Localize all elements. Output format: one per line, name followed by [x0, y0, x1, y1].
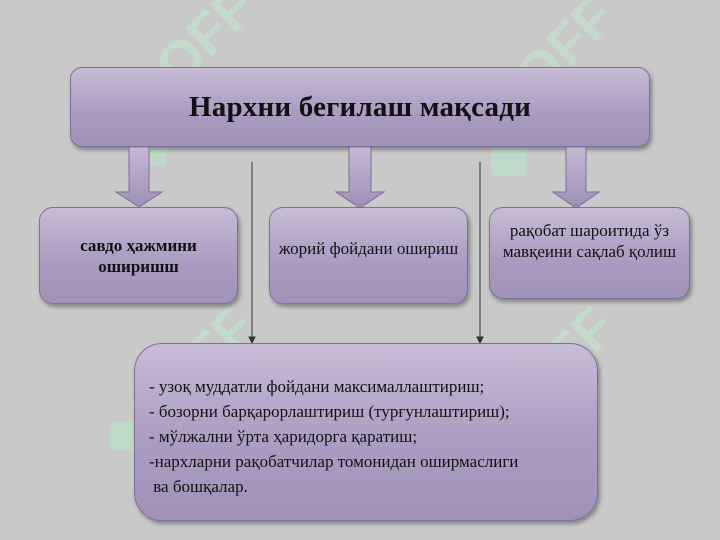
title-box: Нархни бегилаш мақсади	[70, 67, 650, 147]
goal-label-competitive-position: рақобат шароитида ўз мавқеини сақлаб қол…	[502, 221, 677, 261]
list-item: - мўлжални ўрта ҳаридорга қаратиш;	[149, 427, 418, 446]
block-arrow-right	[551, 146, 601, 209]
list-item: -нархларни рақобатчилар томонидан оширма…	[149, 452, 519, 471]
other-goals-box: - узоқ муддатли фойдани максималлаштириш…	[134, 343, 598, 521]
block-arrow-center	[334, 146, 386, 209]
goal-box-sales-volume: савдо ҳажмини оширишш	[39, 207, 238, 304]
list-item: - узоқ муддатли фойдани максималлаштириш…	[149, 377, 485, 396]
goal-box-current-profit: жорий фойдани ошириш	[269, 207, 468, 304]
list-item: - бозорни барқарорлаштириш (турғунлаштир…	[149, 402, 510, 421]
block-arrow-left	[114, 146, 164, 208]
list-item: ва бошқалар.	[149, 477, 248, 496]
goal-label-current-profit: жорий фойдани ошириш	[278, 239, 459, 258]
diagram-title: Нархни бегилаш мақсади	[189, 90, 531, 123]
goal-label-sales-volume: савдо ҳажмини оширишш	[80, 235, 197, 276]
goal-box-competitive-position: рақобат шароитида ўз мавқеини сақлаб қол…	[489, 207, 690, 299]
